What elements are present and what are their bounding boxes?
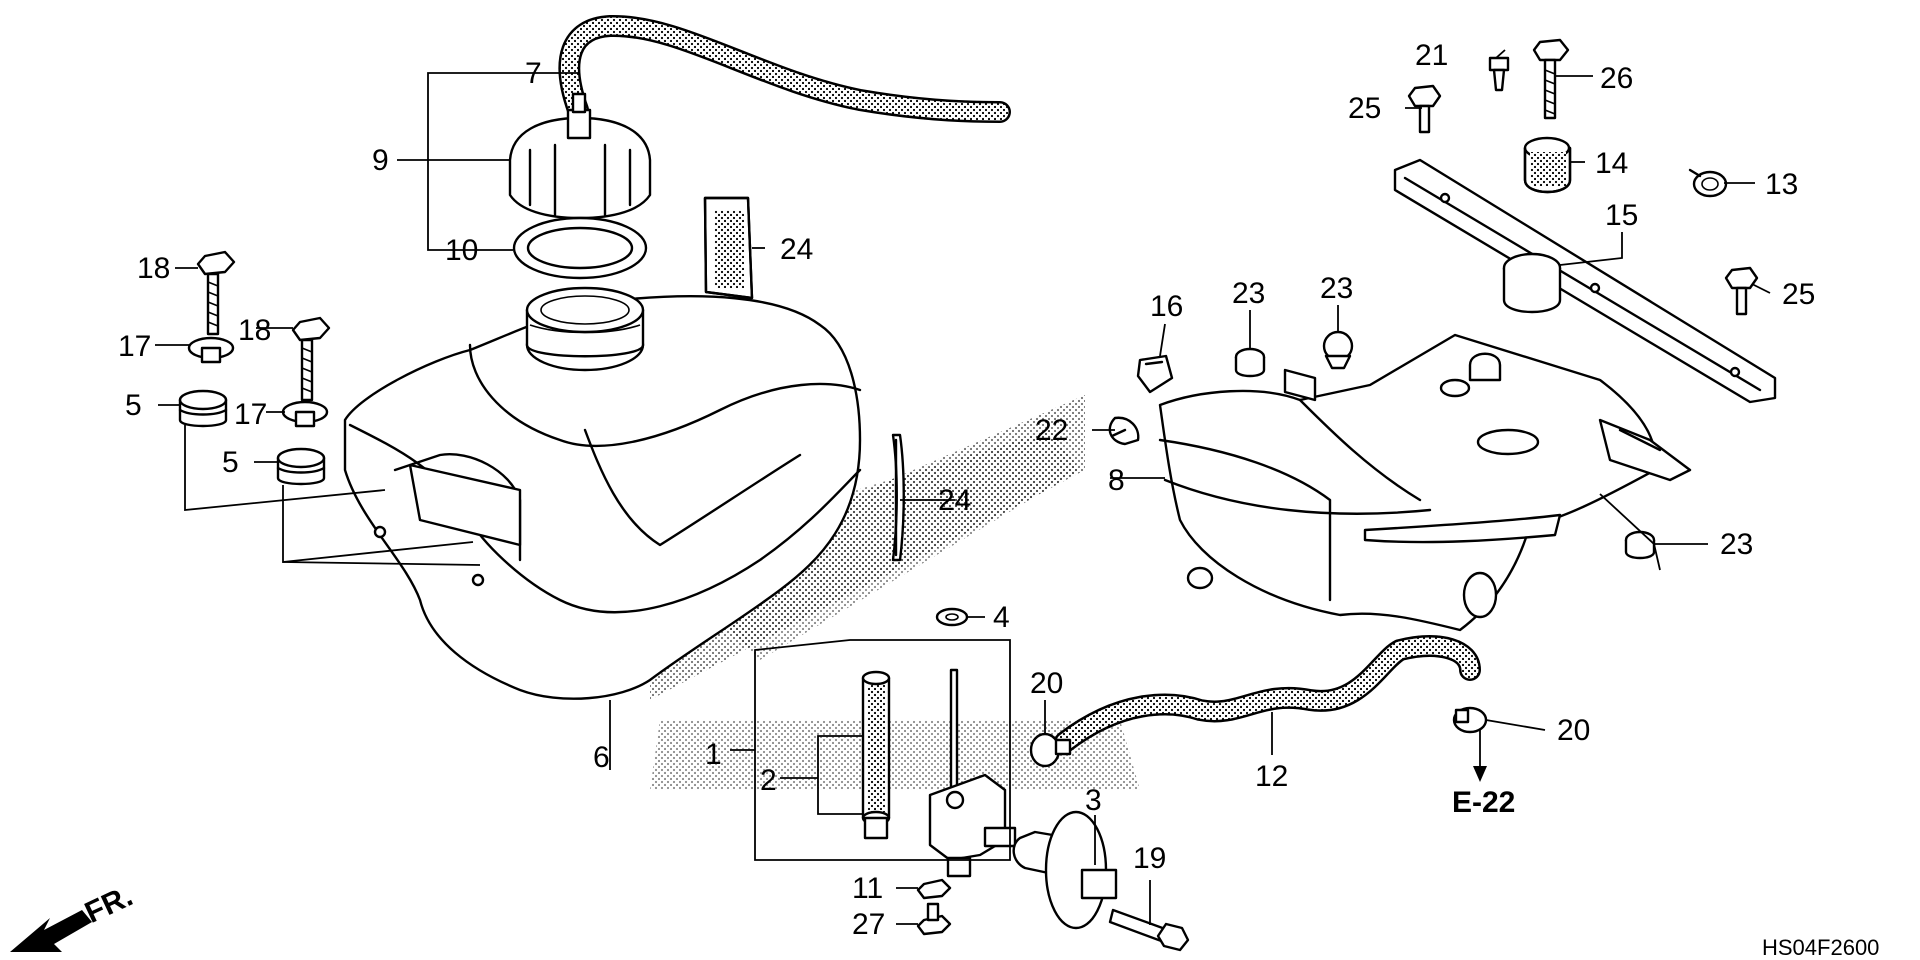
callout-18b: 18 <box>238 314 271 347</box>
callout-25a: 25 <box>1348 92 1381 125</box>
breather-hose <box>558 14 1011 123</box>
callout-20a: 20 <box>1030 667 1063 700</box>
fuel-tank <box>343 286 862 700</box>
drawing-code: HS04F2600 <box>1762 935 1879 960</box>
rubber-strap-lower <box>891 433 905 562</box>
hose-clamp-20a <box>1029 732 1072 768</box>
callout-22: 22 <box>1035 414 1068 447</box>
clip-21 <box>1488 56 1510 92</box>
washer-17a <box>187 336 235 364</box>
callout-24b: 24 <box>938 484 971 517</box>
callout-7: 7 <box>525 57 542 90</box>
hose-clamp-20b <box>1452 706 1488 734</box>
callout-5a: 5 <box>125 389 142 422</box>
bolt-25a <box>1407 84 1442 134</box>
callout-9: 9 <box>372 144 389 177</box>
callout-27: 27 <box>852 908 885 941</box>
callout-6: 6 <box>593 741 610 774</box>
cross-bracket <box>1393 158 1777 404</box>
rubber-mount-5b <box>276 447 326 486</box>
rubber-strap-upper <box>703 196 754 300</box>
callout-26: 26 <box>1600 62 1633 95</box>
rubber-damper <box>1523 136 1572 194</box>
callout-17b: 17 <box>234 398 267 431</box>
fuel-cock-assembly <box>861 668 1017 878</box>
callout-11: 11 <box>852 872 883 905</box>
callout-25b: 25 <box>1782 278 1815 311</box>
grommet-23c <box>1624 530 1656 560</box>
bolt-26 <box>1532 38 1570 120</box>
callout-20b: 20 <box>1557 714 1590 747</box>
callout-8: 8 <box>1108 464 1125 497</box>
bolt-19 <box>1108 908 1190 952</box>
callout-labels: 1 2 3 4 5 5 6 7 8 9 10 11 12 13 14 15 16… <box>118 39 1815 941</box>
callout-17a: 17 <box>118 330 151 363</box>
callout-23c: 23 <box>1720 528 1753 561</box>
callout-2: 2 <box>760 764 777 797</box>
callout-24a: 24 <box>780 233 813 266</box>
callout-1: 1 <box>705 738 722 771</box>
callout-5b: 5 <box>222 446 239 479</box>
callout-12: 12 <box>1255 760 1288 793</box>
under-tray <box>1158 333 1692 632</box>
callout-13: 13 <box>1765 168 1798 201</box>
callout-16: 16 <box>1150 290 1183 323</box>
callout-4: 4 <box>993 601 1010 634</box>
washer-4 <box>935 607 969 627</box>
callout-21: 21 <box>1415 39 1448 72</box>
reference-label: E-22 <box>1452 786 1515 819</box>
callout-10: 10 <box>445 234 478 267</box>
leader-lines <box>155 49 1771 925</box>
grommet-23b <box>1322 330 1354 370</box>
clamp-13 <box>1688 168 1728 198</box>
mount-bolt-18b <box>291 316 331 402</box>
front-arrow-icon <box>10 910 92 952</box>
clip-22 <box>1108 416 1140 446</box>
fuel-hose <box>1054 635 1481 753</box>
clip-16 <box>1136 354 1174 394</box>
callout-3: 3 <box>1085 784 1102 817</box>
callout-23a: 23 <box>1232 277 1265 310</box>
valve-mount-3 <box>1012 810 1118 930</box>
callout-23b: 23 <box>1320 272 1353 305</box>
fuel-fill-cap <box>508 92 652 220</box>
mount-bolt-18a <box>196 250 236 336</box>
screw-27 <box>916 902 952 936</box>
rubber-mount-5a <box>178 389 228 428</box>
callout-14: 14 <box>1595 147 1628 180</box>
grommet-23a <box>1234 347 1266 378</box>
callout-15: 15 <box>1605 199 1638 232</box>
callout-19: 19 <box>1133 842 1166 875</box>
callout-18a: 18 <box>137 252 170 285</box>
gasket-ring <box>512 216 648 280</box>
shadow-shading <box>650 395 1140 790</box>
washer-17b <box>281 400 329 428</box>
reference-arrow <box>1473 730 1487 782</box>
nut-11 <box>916 878 952 900</box>
bolt-25b <box>1724 266 1759 316</box>
